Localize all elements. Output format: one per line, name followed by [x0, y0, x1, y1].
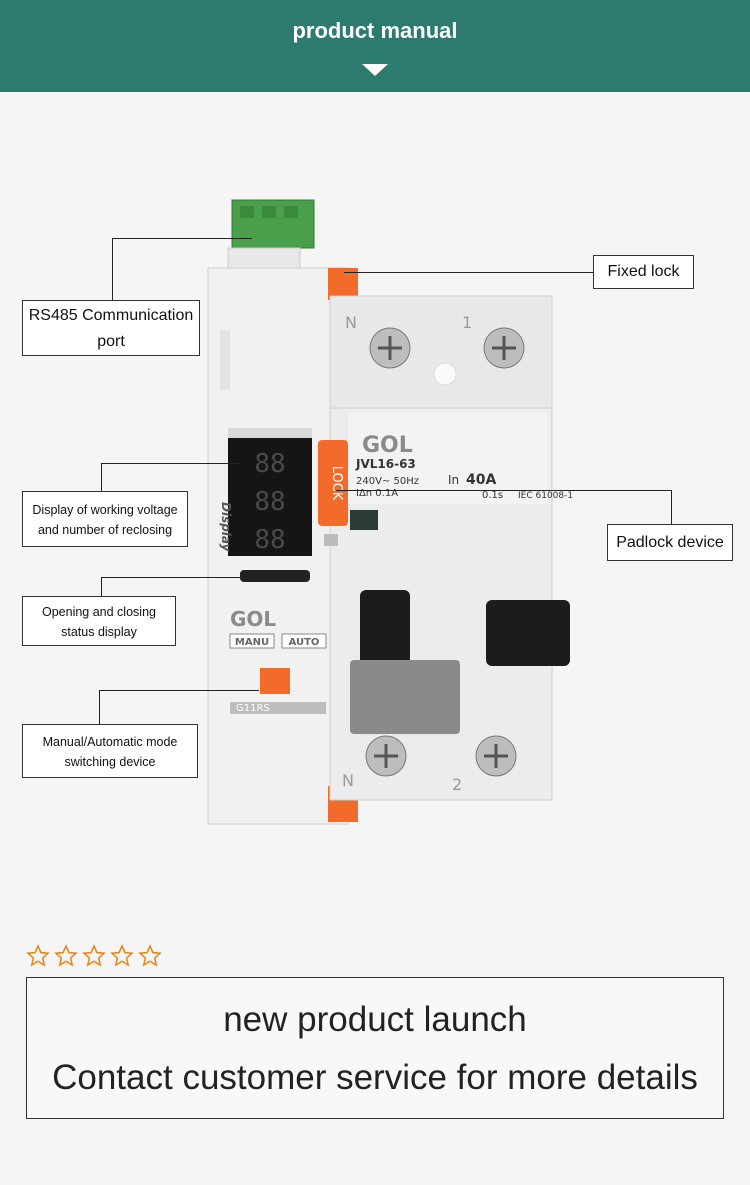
callout-line	[344, 272, 594, 273]
callout-line	[671, 490, 672, 524]
terminal-label: N	[345, 313, 357, 332]
callout-line	[101, 577, 241, 578]
terminal-label: 2	[452, 775, 462, 794]
callout-line	[99, 690, 100, 724]
product-image: N 1 GOL JVL16-63 240V~ 50Hz IΔn 0.1A In …	[207, 199, 573, 825]
star-outline-icon	[54, 944, 78, 967]
breaker-toggle-right	[486, 600, 570, 666]
module-brand-logo: GOL	[230, 607, 276, 631]
callout-text: status display	[61, 625, 137, 639]
lock-label: LOCK	[329, 466, 344, 501]
chevron-down-icon	[362, 64, 388, 76]
callout-text: port	[97, 333, 125, 350]
segment-digit: 88	[254, 487, 285, 517]
leakage-label: IΔn 0.1A	[356, 488, 398, 499]
fixed-lock-top	[328, 268, 358, 300]
callout-rs485: RS485 Communication port	[22, 300, 200, 356]
segment-digit: 88	[254, 449, 285, 479]
callout-text: Opening and closing	[42, 605, 156, 619]
callout-display: Display of working voltage and number of…	[22, 491, 188, 547]
current-unit: In	[448, 473, 459, 487]
callout-text: and number of reclosing	[37, 523, 173, 537]
module-model-label: G11RS	[236, 703, 270, 714]
standard-label: IEC 61008-1	[518, 491, 573, 501]
trip-time: 0.1s	[482, 490, 503, 501]
current-label: 40A	[466, 472, 496, 488]
page-title: product manual	[292, 18, 458, 43]
callout-text: Padlock device	[616, 534, 724, 551]
star-outline-icon	[82, 944, 106, 967]
rating-stars	[26, 944, 162, 968]
callout-text: Display of working voltage	[32, 503, 178, 517]
callout-text: Manual/Automatic mode	[42, 735, 178, 749]
callout-padlock: Padlock device	[607, 524, 733, 561]
callout-line	[112, 238, 252, 239]
callout-mode: Manual/Automatic mode switching device	[22, 724, 198, 778]
callout-status: Opening and closing status display	[22, 596, 176, 646]
voltage-label: 240V~ 50Hz	[356, 476, 419, 487]
callout-line	[101, 463, 241, 464]
callout-line	[101, 577, 102, 596]
display-panel	[228, 438, 312, 556]
callout-text: Fixed lock	[607, 263, 680, 280]
terminal-label: N	[342, 771, 354, 790]
terminal-label: 1	[462, 313, 472, 332]
toggle-bridge	[350, 660, 460, 734]
segment-digit: 88	[254, 525, 285, 555]
padlock-lock-slider	[318, 440, 348, 526]
model-label: JVL16-63	[355, 457, 416, 471]
brand-logo: GOL	[362, 433, 413, 458]
auto-label: AUTO	[289, 637, 320, 648]
mode-switch	[260, 668, 290, 694]
callout-text: RS485 Communication	[28, 307, 194, 324]
star-outline-icon	[110, 944, 134, 967]
display-label: Display	[219, 502, 233, 553]
callout-line	[101, 463, 102, 491]
callout-line	[99, 690, 259, 691]
padlock-icon	[324, 534, 338, 546]
launch-box: new product launch Contact customer serv…	[26, 977, 724, 1119]
launch-headline: new product launch	[223, 1000, 527, 1039]
rs485-connector	[227, 199, 315, 271]
callout-fixed-lock: Fixed lock	[593, 255, 694, 289]
status-window	[240, 570, 310, 582]
breaker-toggle-left	[360, 590, 410, 680]
star-outline-icon	[26, 944, 50, 967]
callout-line	[336, 490, 672, 491]
callout-line	[112, 238, 113, 300]
callout-text: switching device	[64, 755, 156, 769]
header-banner: product manual	[0, 0, 750, 92]
launch-subline: Contact customer service for more detail…	[52, 1058, 698, 1097]
star-outline-icon	[138, 944, 162, 967]
manu-label: MANU	[235, 637, 269, 648]
